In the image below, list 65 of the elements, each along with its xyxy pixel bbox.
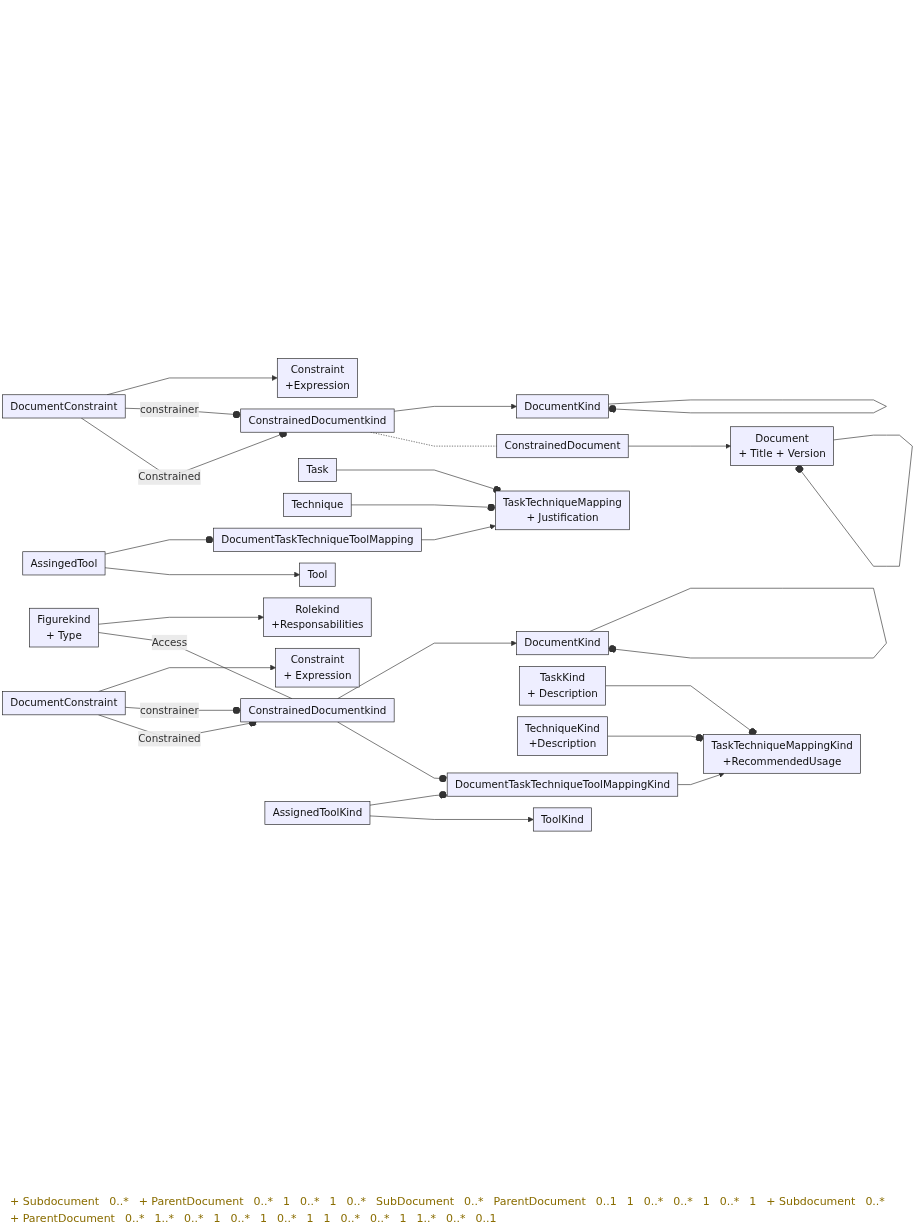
node-box: DocumentKind bbox=[516, 394, 609, 418]
node-box: TaskTechniqueMappingKind +RecommendedUsage bbox=[703, 733, 861, 774]
multiplicity-label: 0..* bbox=[643, 1195, 664, 1208]
node-box: ToolKind bbox=[532, 807, 592, 832]
multiplicity-label: 0..* bbox=[340, 1212, 360, 1225]
node-box: TaskKind + Description bbox=[519, 665, 606, 706]
node-box: TechniqueKind +Description bbox=[517, 716, 608, 756]
edge-label: Constrained bbox=[138, 470, 201, 483]
multiplicity-label: 0..* bbox=[253, 1195, 274, 1208]
node-box: DocumentConstraint bbox=[2, 394, 126, 418]
multiplicity-label: 0..* bbox=[346, 1195, 367, 1208]
node-box: DocumentKind bbox=[516, 630, 609, 655]
node-box: Task bbox=[298, 457, 337, 482]
multiplicity-label: + Subdocument bbox=[766, 1195, 856, 1208]
node-box: TaskTechniqueMapping + Justification bbox=[495, 490, 630, 530]
multiplicity-label: 0..* bbox=[464, 1195, 484, 1208]
node-box: Tool bbox=[299, 562, 336, 587]
node-box: DocumentConstraint bbox=[2, 690, 126, 715]
multiplicity-label: 1 bbox=[626, 1195, 634, 1208]
edge-label: Access bbox=[151, 635, 188, 648]
edge-label: Constrained bbox=[138, 731, 201, 745]
multiplicity-label: 0..* bbox=[369, 1212, 390, 1225]
multiplicity-label: 1 bbox=[306, 1212, 314, 1225]
multiplicity-label: 1..* bbox=[416, 1212, 436, 1225]
multiplicity-label: 0..* bbox=[300, 1195, 320, 1208]
multiplicity-label: 1 bbox=[283, 1195, 291, 1208]
node-box: ConstrainedDocumentkind bbox=[240, 408, 395, 433]
multiplicity-label: 0..* bbox=[230, 1212, 250, 1225]
node-box: Rolekind +Responsabilities bbox=[263, 597, 372, 637]
multiplicity-label: 1..* bbox=[154, 1212, 174, 1225]
node-box: ConstrainedDocumentkind bbox=[240, 698, 395, 722]
multiplicity-label: 1 bbox=[399, 1212, 407, 1225]
multiplicity-label: ParentDocument bbox=[493, 1195, 586, 1208]
multiplicity-label: 1 bbox=[323, 1212, 331, 1225]
multiplicity-label: 1 bbox=[213, 1212, 221, 1225]
multiplicity-label: 1 bbox=[749, 1195, 757, 1208]
multiplicity-label: 0..* bbox=[673, 1195, 693, 1208]
multiplicity-label: 0..1 bbox=[475, 1212, 497, 1225]
node-box: Document + Title + Version bbox=[730, 426, 834, 466]
multiplicity-label: SubDocument bbox=[376, 1195, 454, 1208]
multiplicity-label: 1 bbox=[329, 1195, 337, 1208]
multiplicity-label: 0..* bbox=[276, 1212, 297, 1225]
multiplicity-label: 1 bbox=[259, 1212, 267, 1225]
node-box: Technique bbox=[283, 492, 352, 517]
multiplicity-label: 0..* bbox=[124, 1212, 145, 1225]
multiplicity-label: 0..* bbox=[183, 1212, 204, 1225]
node-box: ConstrainedDocument bbox=[496, 433, 629, 458]
node-box: Figurekind + Type bbox=[29, 607, 99, 647]
node-box: Constraint + Expression bbox=[275, 647, 360, 688]
multiplicity-label: 0..* bbox=[445, 1212, 466, 1225]
multiplicity-label: 0..* bbox=[719, 1195, 740, 1208]
edge-label: constrainer bbox=[140, 703, 199, 716]
node-box: Constraint +Expression bbox=[276, 357, 358, 398]
multiplicity-label: 0..* bbox=[109, 1195, 129, 1208]
node-box: AssignedToolKind bbox=[264, 800, 371, 825]
node-box: DocumentTaskTechniqueToolMapping bbox=[213, 527, 422, 552]
edge-label: constrainer bbox=[140, 402, 199, 416]
multiplicity-label: 1 bbox=[702, 1195, 710, 1208]
multiplicity-label: + ParentDocument bbox=[10, 1212, 115, 1225]
node-box: AssingedTool bbox=[22, 551, 106, 575]
multiplicity-label: 0..* bbox=[865, 1195, 885, 1208]
node-box: DocumentTaskTechniqueToolMappingKind bbox=[446, 772, 679, 797]
multiplicity-label: 0..1 bbox=[595, 1195, 617, 1208]
multiplicity-label: + ParentDocument bbox=[138, 1195, 244, 1208]
multiplicity-label: + Subdocument bbox=[10, 1195, 100, 1208]
